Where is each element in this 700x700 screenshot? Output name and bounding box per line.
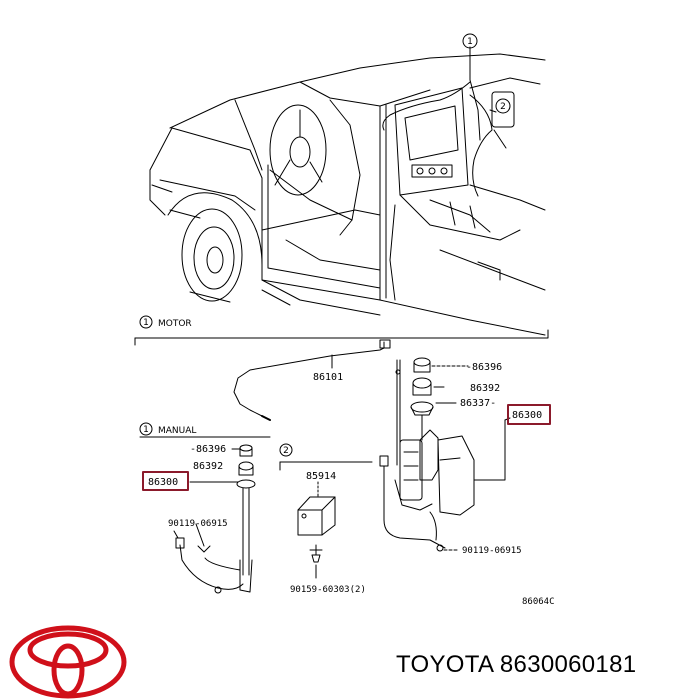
figure-code: 86064C <box>522 597 555 607</box>
section-two <box>279 461 373 579</box>
highlight-86300-motor <box>507 404 551 425</box>
part-86337: 86337- <box>460 398 496 409</box>
part-86101: 86101 <box>313 372 343 383</box>
callout-2-top <box>495 98 511 114</box>
highlight-86300-manual <box>142 471 189 491</box>
motor-section <box>134 329 549 552</box>
vehicle-drawing <box>149 46 546 336</box>
callout-1-motor <box>139 315 153 329</box>
callout-1-manual-label: 1 <box>143 425 149 435</box>
toyota-logo <box>9 625 127 699</box>
callout-1-top <box>462 33 478 49</box>
part-86392-manual: 86392 <box>193 461 223 472</box>
manual-section <box>139 436 271 594</box>
part-86300-motor: 86300 <box>512 410 542 421</box>
brand-part-number: TOYOTA 8630060181 <box>396 651 637 678</box>
section-title-manual: MANUAL <box>158 426 196 436</box>
part-85914: 85914 <box>306 471 336 482</box>
callout-2-section-label: 2 <box>283 446 289 456</box>
part-86396-manual: -86396 <box>190 444 226 455</box>
part-90159: 90159-60303(2) <box>290 585 366 595</box>
callout-2-top-label: 2 <box>500 102 506 112</box>
part-86396-motor: -86396 <box>466 362 502 373</box>
callout-1-motor-label: 1 <box>143 318 149 328</box>
callout-1-top-label: 1 <box>467 37 473 47</box>
part-86300-manual: 86300 <box>148 477 178 488</box>
section-title-motor: MOTOR <box>158 319 192 329</box>
part-90119-motor: 90119-06915 <box>462 546 522 556</box>
callout-1-manual <box>139 422 153 436</box>
part-86392-motor: 86392 <box>470 383 500 394</box>
callout-2-section <box>279 443 293 457</box>
part-90119-manual: 90119-06915 <box>168 519 228 529</box>
